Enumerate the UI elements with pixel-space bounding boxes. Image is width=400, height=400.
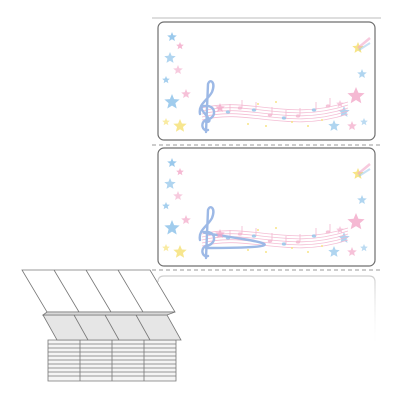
- star-icon: [164, 52, 176, 63]
- music-note-icon: [251, 108, 257, 112]
- sparkle-dot: [247, 123, 249, 125]
- star-icon: [176, 168, 184, 176]
- music-note-icon: [295, 114, 301, 118]
- music-staff-line: [201, 239, 349, 249]
- star-icon: [181, 215, 191, 224]
- sparkle-dot: [265, 251, 267, 253]
- music-note-icon: [325, 230, 331, 234]
- sparkle-dot: [321, 119, 323, 121]
- music-note-icon: [311, 234, 317, 238]
- sparkle-dot: [321, 245, 323, 247]
- music-note-icon: [237, 232, 243, 236]
- star-icon: [176, 42, 184, 50]
- sparkle-dot: [257, 229, 259, 231]
- sparkle-dot: [291, 247, 293, 249]
- music-note-icon: [267, 113, 273, 117]
- shooting-star-trail: [357, 163, 371, 175]
- star-icon: [167, 158, 177, 167]
- star-icon: [347, 247, 357, 256]
- treble-clef-icon: [198, 80, 216, 134]
- star-icon: [173, 65, 183, 74]
- stack-edges: [47, 339, 177, 382]
- star-icon: [173, 119, 187, 132]
- music-note-icon: [325, 104, 331, 108]
- star-icon: [336, 100, 344, 108]
- star-icon: [336, 226, 344, 234]
- label-1: [157, 21, 376, 141]
- star-icon: [328, 120, 340, 131]
- star-icon: [181, 89, 191, 98]
- sparkle-dot: [307, 125, 309, 127]
- sparkle-dot: [307, 251, 309, 253]
- star-icon: [347, 213, 365, 230]
- sparkle-dot: [257, 103, 259, 105]
- star-icon: [347, 87, 365, 104]
- music-note-icon: [311, 108, 317, 112]
- music-note-icon: [237, 106, 243, 110]
- music-note-icon: [295, 240, 301, 244]
- music-stars-decoration: [162, 32, 371, 134]
- star-icon: [328, 246, 340, 257]
- sparkle-dot: [275, 227, 277, 229]
- treble-clef-icon: [198, 206, 266, 260]
- music-stars-decoration: [162, 158, 371, 260]
- star-icon: [164, 220, 180, 235]
- star-icon: [167, 32, 177, 41]
- star-icon: [173, 191, 183, 200]
- music-note-icon: [225, 110, 231, 114]
- star-icon: [215, 103, 225, 112]
- star-icon: [357, 69, 367, 78]
- music-note-icon: [267, 239, 273, 243]
- star-icon: [164, 94, 180, 109]
- music-note-icon: [251, 234, 257, 238]
- sparkle-dot: [275, 101, 277, 103]
- shooting-star-trail: [358, 168, 371, 177]
- star-icon: [347, 121, 357, 130]
- star-icon: [357, 195, 367, 204]
- label-2: [157, 147, 376, 267]
- shooting-star-trail: [357, 37, 371, 49]
- sparkle-dot: [247, 249, 249, 251]
- star-icon: [162, 202, 170, 210]
- sparkle-dot: [265, 125, 267, 127]
- shooting-star-trail: [358, 42, 371, 51]
- music-note-icon: [281, 116, 287, 120]
- star-icon: [164, 178, 176, 189]
- star-icon: [360, 118, 368, 126]
- sparkle-dot: [291, 121, 293, 123]
- star-icon: [162, 118, 170, 126]
- fanfold-stack-icon: [21, 269, 182, 382]
- star-icon: [215, 229, 225, 238]
- music-staff-line: [201, 110, 349, 120]
- music-note-icon: [281, 242, 287, 246]
- star-icon: [162, 244, 170, 252]
- star-icon: [173, 245, 187, 258]
- music-staff-line: [201, 236, 349, 246]
- music-staff-line: [201, 113, 349, 123]
- star-icon: [360, 244, 368, 252]
- star-icon: [162, 76, 170, 84]
